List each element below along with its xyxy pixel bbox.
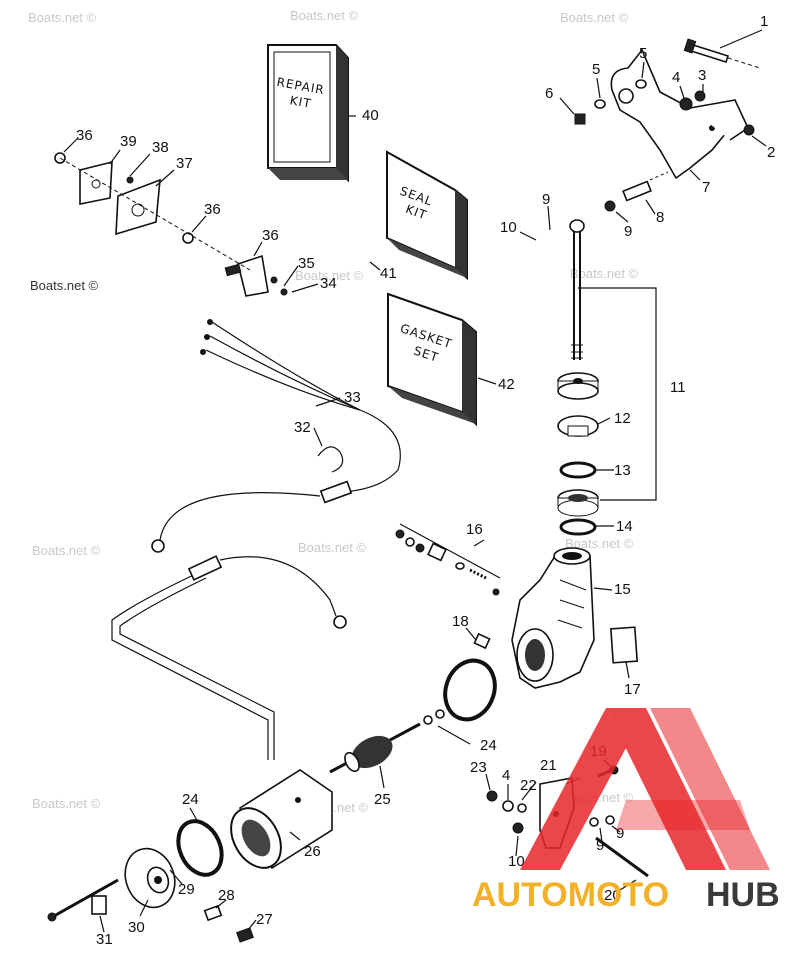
clamp-32	[317, 446, 344, 473]
callout-22: 22	[520, 777, 537, 794]
callout-25: 25	[374, 791, 391, 808]
switch-assembly	[54, 152, 288, 297]
callout-36b: 36	[204, 201, 221, 218]
callout-14: 14	[616, 518, 633, 535]
logo-text-hub: HUB	[706, 876, 780, 914]
pump-piston-11	[557, 219, 657, 536]
callout-3: 3	[698, 67, 706, 84]
callout-40: 40	[362, 107, 379, 124]
watermark: Boats.net ©	[32, 543, 101, 558]
seal-ring-24	[443, 658, 497, 722]
small-hardware	[574, 79, 755, 136]
callout-numbers: 1 2 3 4 5 5 6 7 8 9 9 10 11 12 13 14 15 …	[76, 13, 775, 948]
watermark: Boats.net ©	[290, 8, 359, 23]
watermark: Boats.net ©	[28, 10, 97, 25]
callout-10b: 10	[508, 853, 525, 870]
callout-16: 16	[466, 521, 483, 538]
callout-9: 9	[542, 191, 550, 208]
callout-39: 39	[120, 133, 137, 150]
pump-housing-15	[511, 547, 595, 689]
callout-7: 7	[702, 179, 710, 196]
gasket-set-box: GASKET SET	[387, 292, 477, 427]
wire-harness-33	[151, 319, 401, 553]
valve-assembly-16	[395, 523, 501, 596]
watermark: Boats.net ©	[565, 536, 634, 551]
motor-housing-26	[230, 769, 333, 870]
callout-6: 6	[545, 85, 553, 102]
watermark: Boats.net ©	[560, 10, 629, 25]
brush-28	[203, 904, 223, 922]
callout-2: 2	[767, 144, 775, 161]
callout-34: 34	[320, 275, 337, 292]
callout-11: 11	[670, 379, 686, 396]
callout-5b: 5	[592, 61, 600, 78]
callout-24b: 24	[182, 791, 199, 808]
repair-kit-box: REPAIR KIT	[267, 44, 349, 183]
callout-38: 38	[152, 139, 169, 156]
power-cable	[111, 555, 347, 760]
callout-9d: 9	[616, 825, 624, 842]
callout-8: 8	[656, 209, 664, 226]
callout-33: 33	[344, 389, 361, 406]
callout-12: 12	[614, 410, 631, 427]
callout-30: 30	[128, 919, 145, 936]
callout-9b: 9	[624, 223, 632, 240]
callout-35: 35	[298, 255, 315, 272]
callout-10: 10	[500, 219, 517, 236]
callout-23: 23	[470, 759, 487, 776]
armature-25	[329, 722, 421, 774]
through-bolt-31	[47, 878, 119, 922]
callout-13: 13	[614, 462, 631, 479]
callout-31: 31	[96, 931, 113, 948]
callout-9c: 9	[596, 837, 604, 854]
gasket-17	[609, 626, 639, 664]
callout-24: 24	[480, 737, 497, 754]
watermarks: Boats.net © Boats.net © Boats.net © Boat…	[28, 8, 639, 815]
repair-kit-label-2: KIT	[289, 93, 313, 111]
seal-ring-24-lower	[176, 819, 224, 877]
callout-1: 1	[760, 13, 768, 30]
callout-17: 17	[624, 681, 641, 698]
callout-21: 21	[540, 757, 557, 774]
automotohub-logo: AUTOMOTO HUB	[472, 708, 780, 914]
callout-4b: 4	[502, 767, 510, 784]
callout-37: 37	[176, 155, 193, 172]
callout-4: 4	[672, 69, 680, 86]
callout-26: 26	[304, 843, 321, 860]
callout-20: 20	[604, 887, 621, 904]
logo-text-automoto: AUTOMOTO	[472, 876, 669, 914]
fitting-18	[473, 632, 491, 650]
callout-42: 42	[498, 376, 515, 393]
callout-36c: 36	[262, 227, 279, 244]
bolt-1	[683, 38, 761, 69]
watermark: Boats.net ©	[30, 278, 99, 293]
watermark: Boats.net ©	[32, 796, 101, 811]
callout-18: 18	[452, 613, 469, 630]
callout-36: 36	[76, 127, 93, 144]
brush-27	[236, 927, 254, 943]
clevis-pin-8	[604, 171, 669, 212]
callout-15: 15	[614, 581, 631, 598]
callout-32: 32	[294, 419, 311, 436]
watermark: Boats.net ©	[298, 540, 367, 555]
callout-41: 41	[380, 265, 397, 282]
callout-29: 29	[178, 881, 195, 898]
end-cap-30	[124, 847, 176, 909]
watermark: Boats.net ©	[295, 268, 364, 283]
leader-lines	[63, 29, 767, 933]
seal-kit-label-2: KIT	[404, 202, 429, 223]
callout-27: 27	[256, 911, 273, 928]
watermark: Boats.net ©	[570, 266, 639, 281]
callout-5: 5	[639, 45, 647, 62]
seal-kit-box: SEAL KIT	[386, 150, 468, 281]
callout-28: 28	[218, 887, 235, 904]
